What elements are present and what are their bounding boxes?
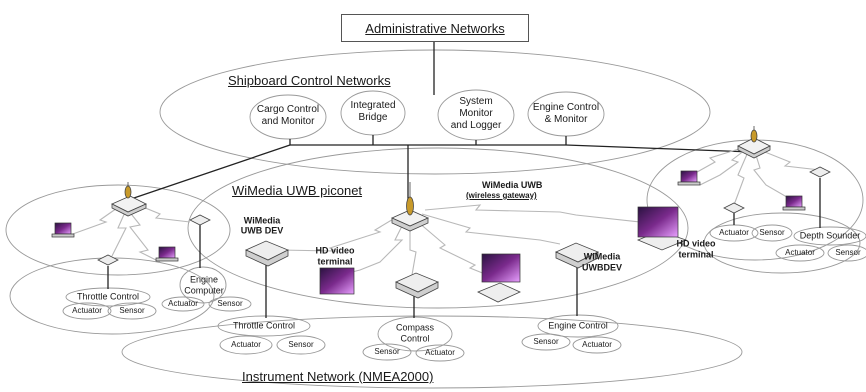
- right-sensor: Sensor: [759, 227, 785, 237]
- engine-computer-sensor: Sensor: [217, 298, 243, 308]
- piconet-ellipse: [187, 147, 689, 309]
- piconet-label: WiMedia UWB piconet: [232, 183, 363, 198]
- right-lower-ellipse: [703, 212, 861, 274]
- bottom-sensor: Sensor: [288, 339, 314, 349]
- uwb-dev-right-line1: WiMedia: [583, 251, 621, 262]
- system-node-line3: and Logger: [450, 119, 502, 131]
- gateway-subtitle: (wireless gateway): [466, 191, 537, 200]
- administrative-networks-box: Administrative Networks: [341, 14, 529, 42]
- depth-sensor: Sensor: [835, 247, 861, 257]
- hd-terminal-center-line2: terminal: [317, 256, 353, 267]
- system-node-line2: Monitor: [459, 107, 493, 119]
- engine-node-line1: Engine Control: [532, 101, 600, 113]
- compass-control-line1: Compass: [395, 322, 435, 333]
- instrument-network-label: Instrument Network (NMEA2000): [242, 369, 434, 384]
- compass-sensor: Sensor: [374, 346, 400, 356]
- uwb-dev-right-line2: UWBDEV: [582, 262, 622, 273]
- left-sensor: Sensor: [119, 305, 145, 315]
- engine-computer-line2: Computer: [184, 285, 224, 296]
- system-node-line1: System: [459, 95, 493, 107]
- gateway-title: WiMedia UWB: [482, 180, 543, 190]
- right-actuator: Actuator: [719, 227, 749, 237]
- uwb-dev-left-line2: UWB DEV: [240, 225, 284, 236]
- left-throttle-control: Throttle Control: [76, 291, 140, 302]
- cargo-node-line2: and Monitor: [261, 115, 315, 127]
- cargo-node-line1: Cargo Control: [256, 103, 320, 115]
- left-subnet-ellipse: [5, 184, 231, 276]
- shipboard-network-label: Shipboard Control Networks: [228, 73, 391, 88]
- hd-terminal-center-line1: HD video: [315, 245, 355, 256]
- left-actuator: Actuator: [72, 305, 102, 315]
- instrument-network-ellipse: [121, 315, 743, 389]
- depth-actuator: Actuator: [785, 247, 815, 257]
- bridge-node-line2: Bridge: [358, 111, 388, 123]
- engine-computer-actuator: Actuator: [168, 298, 198, 308]
- shipboard-network-ellipse: [159, 49, 711, 175]
- bridge-node-line1: Integrated: [350, 99, 396, 111]
- hd-terminal-right-line1: HD video: [676, 238, 716, 249]
- hd-terminal-right-line2: terminal: [678, 249, 714, 260]
- uwb-dev-left-line1: WiMedia: [243, 215, 281, 226]
- bottom-actuator: Actuator: [231, 339, 261, 349]
- engine-sensor: Sensor: [533, 336, 559, 346]
- engine-actuator: Actuator: [582, 339, 612, 349]
- compass-control-line2: Control: [400, 333, 430, 344]
- compass-actuator: Actuator: [425, 347, 455, 357]
- engine-node-line2: & Monitor: [544, 113, 588, 125]
- bottom-engine-control: Engine Control: [548, 320, 608, 331]
- engine-computer-line1: Engine: [189, 274, 219, 285]
- bottom-throttle-control: Throttle Control: [232, 320, 296, 331]
- administrative-networks-label: Administrative Networks: [365, 20, 505, 36]
- depth-sounder: Depth Sounder: [799, 230, 861, 241]
